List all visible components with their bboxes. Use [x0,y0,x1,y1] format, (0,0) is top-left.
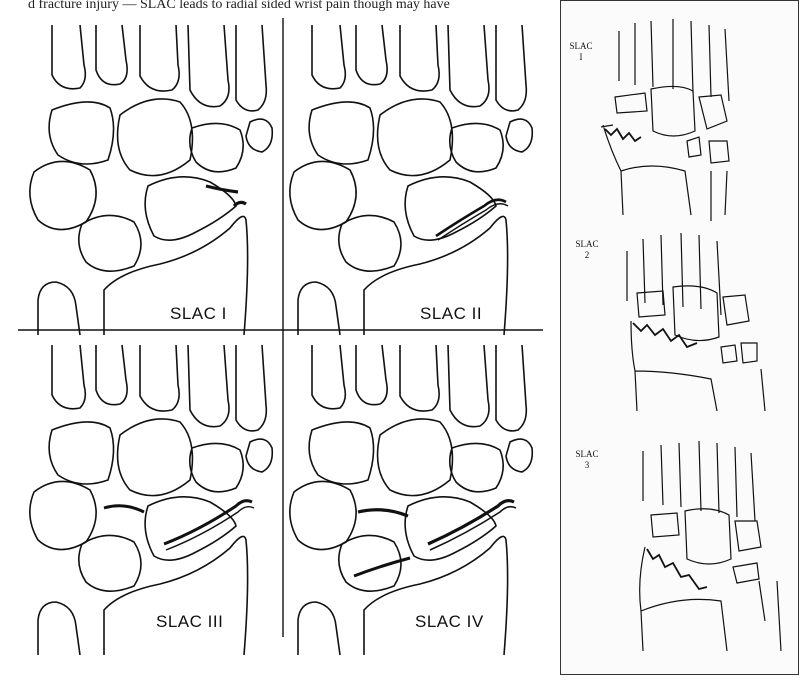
quadrant-slac-2-drawing [289,24,534,336]
label-slac-1: SLAC I [170,304,227,323]
label-slac-2: SLAC II [420,304,483,323]
quadrant-slac-1-drawing [29,24,274,336]
side-sketch-slac-3 [639,440,782,652]
quadrant-slac-4-drawing [289,344,534,656]
side-sketch-slac-2 [626,232,766,412]
side-sketch-slac-1 [600,19,730,221]
quadrant-slac-3-drawing [29,344,274,656]
label-slac-4: SLAC IV [415,612,484,631]
side-panel-drawing [600,19,782,652]
label-slac-3: SLAC III [156,612,224,631]
side-label-slac-2: SLAC 2 [575,239,599,260]
side-label-slac-3: SLAC 3 [575,449,599,470]
side-panel-slac-sketches: SLAC I SLAC 2 SLAC 3 [560,0,799,675]
slac-quadrant-diagram [18,18,543,656]
side-label-slac-1: SLAC I [569,41,593,62]
header-text-fragment: d fracture injury — SLAC leads to radial… [28,0,450,12]
